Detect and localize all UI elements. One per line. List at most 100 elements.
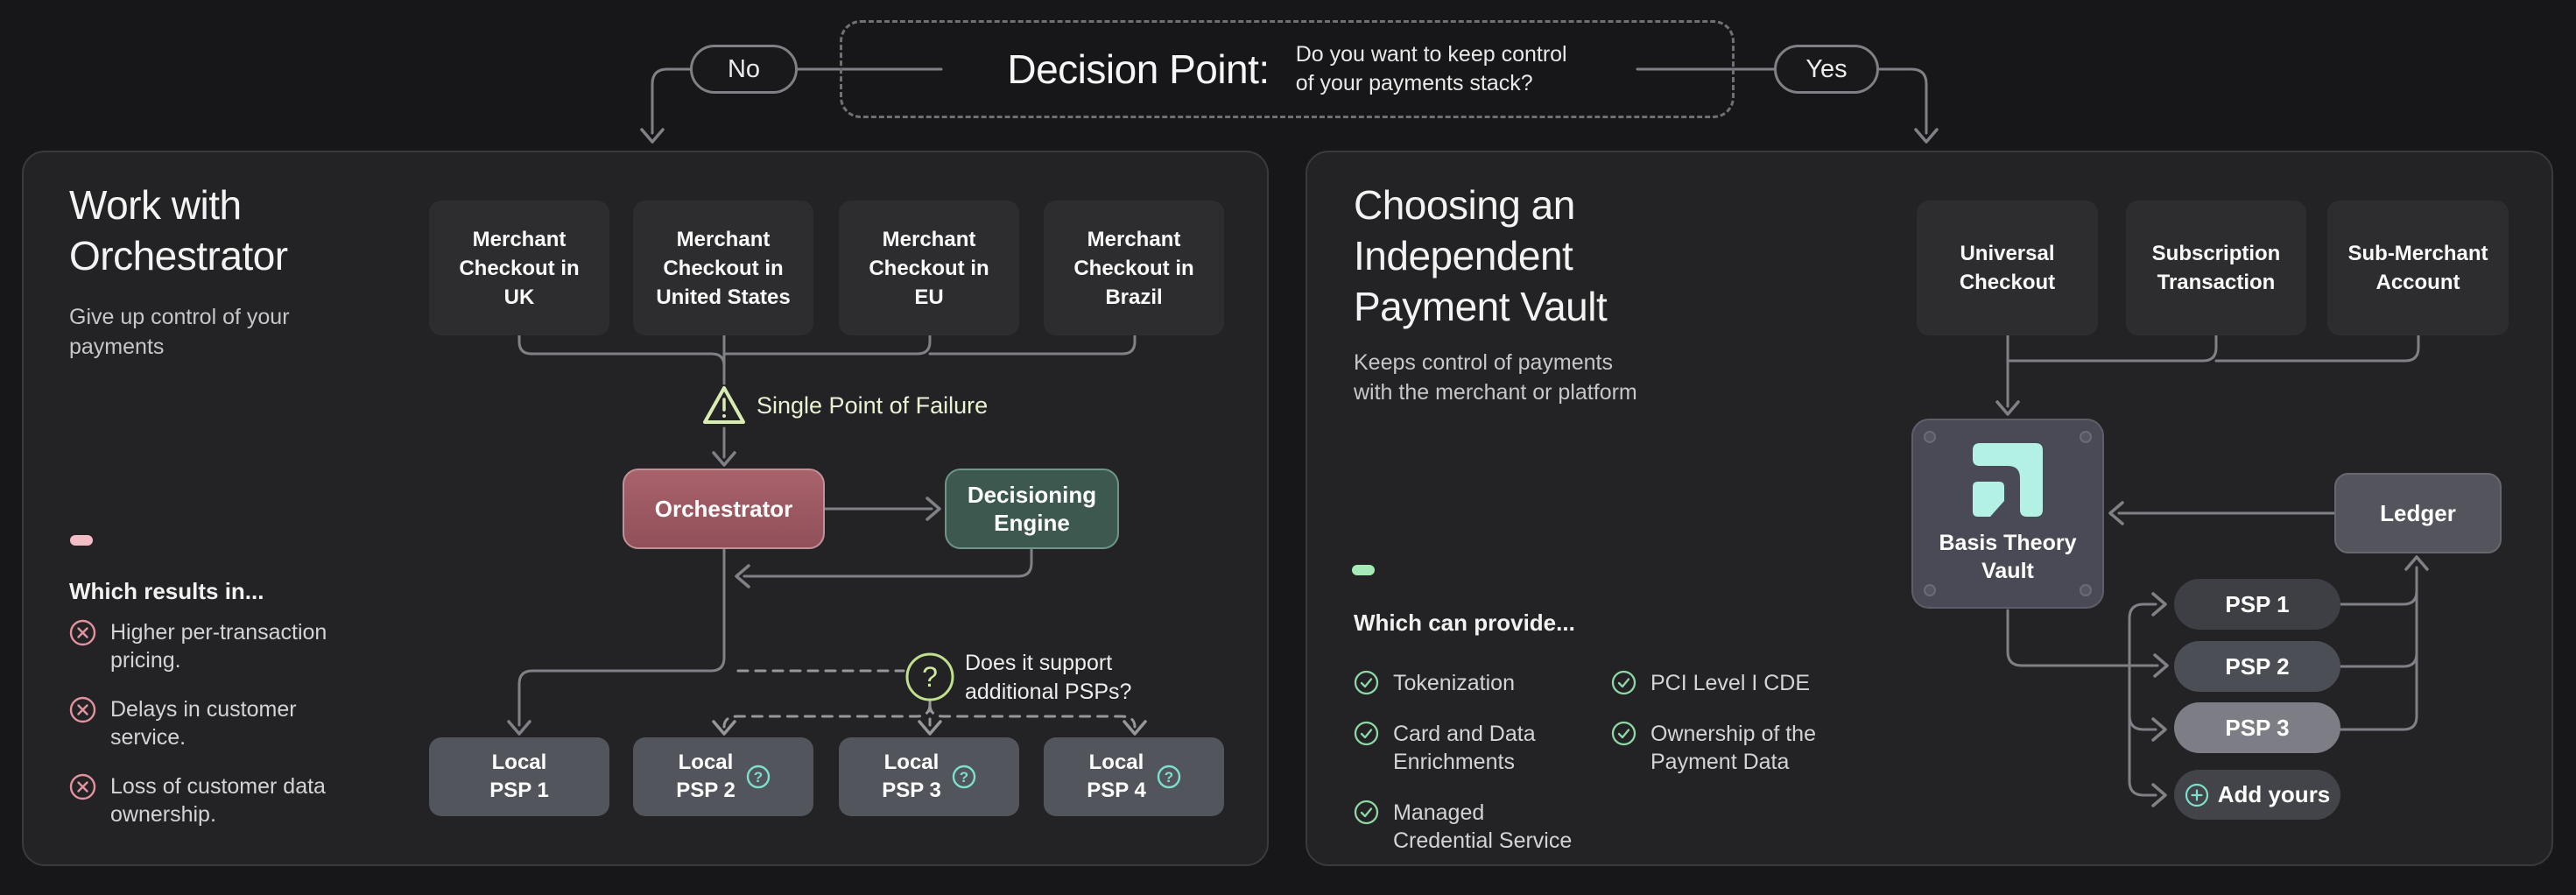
label-line: Merchant bbox=[1087, 227, 1181, 251]
right-subtitle-line2: with the merchant or platform bbox=[1354, 380, 1637, 405]
item-line: Loss of customer data bbox=[110, 774, 326, 799]
item-line: pricing. bbox=[110, 648, 181, 673]
label-line: Merchant bbox=[882, 227, 976, 251]
left-subtitle-line1: Give up control of your bbox=[69, 305, 290, 329]
label-line: Checkout bbox=[1959, 271, 2056, 294]
psp-3-pill: PSP 3 bbox=[2174, 702, 2340, 753]
list-item: Tokenization bbox=[1354, 669, 1616, 697]
right-panel-title: Choosing an Independent Payment Vault bbox=[1354, 180, 1608, 332]
label-line: Vault bbox=[1981, 558, 2034, 583]
label-line: UK bbox=[503, 285, 535, 309]
label-line: United States bbox=[656, 285, 791, 309]
check-circle-icon bbox=[1354, 800, 1379, 825]
right-panel-subtitle: Keeps control of payments with the merch… bbox=[1354, 348, 1637, 407]
item-line: Tokenization bbox=[1393, 671, 1515, 695]
basis-theory-logo-icon bbox=[1973, 442, 2043, 517]
svg-text:?: ? bbox=[1165, 769, 1173, 786]
decision-point-box: Decision Point: Do you want to keep cont… bbox=[840, 20, 1735, 118]
decision-question-line2: of your payments stack? bbox=[1295, 71, 1533, 95]
label-line: Decisioning bbox=[967, 482, 1097, 508]
item-line: service. bbox=[110, 725, 187, 750]
label-line: EU bbox=[914, 285, 944, 309]
add-yours-pill: Add yours bbox=[2174, 770, 2340, 820]
basis-theory-vault-box: Basis Theory Vault bbox=[1911, 419, 2104, 609]
right-subtitle-line1: Keeps control of payments bbox=[1354, 350, 1613, 375]
label-line: PSP 4 bbox=[1087, 779, 1146, 802]
label-line: Brazil bbox=[1105, 285, 1163, 309]
label-line: Transaction bbox=[2157, 271, 2276, 294]
label-line: Checkout in bbox=[663, 256, 784, 280]
list-item: PCI Level I CDE bbox=[1611, 669, 1883, 697]
plus-circle-icon bbox=[2185, 783, 2208, 807]
x-circle-icon bbox=[69, 773, 96, 800]
decision-question-line1: Do you want to keep control bbox=[1295, 42, 1567, 67]
pink-accent-pill bbox=[70, 535, 93, 546]
item-line: Enrichments bbox=[1393, 750, 1515, 774]
orchestrator-box: Orchestrator bbox=[623, 469, 825, 549]
question-mark-icon: ? bbox=[952, 765, 975, 789]
check-circle-icon bbox=[1611, 721, 1636, 746]
ledger-box: Ledger bbox=[2334, 473, 2502, 553]
screw-dot bbox=[1924, 431, 1936, 443]
check-circle-icon bbox=[1354, 670, 1379, 695]
svg-text:?: ? bbox=[754, 769, 763, 786]
x-circle-icon bbox=[69, 619, 96, 646]
item-line: ownership. bbox=[110, 802, 216, 827]
decision-title: Decision Point: bbox=[1007, 46, 1270, 92]
question-mark-icon: ? bbox=[1157, 765, 1180, 789]
psp-question-line1: Does it support bbox=[965, 651, 1113, 675]
vault-label: Basis Theory Vault bbox=[1939, 529, 2076, 585]
check-circle-icon bbox=[1354, 721, 1379, 746]
label-line: PSP 2 bbox=[676, 779, 735, 802]
provide-heading: Which can provide... bbox=[1354, 610, 1575, 636]
label-line: Account bbox=[2375, 271, 2460, 294]
right-title-line2: Independent bbox=[1354, 233, 1573, 278]
results-heading: Which results in... bbox=[69, 578, 264, 604]
psp-1-pill: PSP 1 bbox=[2174, 579, 2340, 630]
label-line: Subscription bbox=[2151, 242, 2281, 265]
label-line: Engine bbox=[994, 510, 1070, 536]
question-mark-icon: ? bbox=[746, 765, 770, 789]
right-title-line3: Payment Vault bbox=[1354, 284, 1608, 329]
item-line: Delays in customer bbox=[110, 697, 297, 722]
left-title-line2: Orchestrator bbox=[69, 233, 288, 278]
label-line: Merchant bbox=[472, 227, 567, 251]
label-line: Merchant bbox=[676, 227, 771, 251]
left-subtitle-line2: payments bbox=[69, 335, 165, 359]
label-line: PSP 1 bbox=[489, 779, 549, 802]
label-line: Universal bbox=[1960, 242, 2055, 265]
left-panel-title: Work with Orchestrator bbox=[69, 180, 288, 281]
list-item: Loss of customer data ownership. bbox=[69, 772, 327, 828]
list-item: Delays in customer service. bbox=[69, 695, 327, 751]
item-line: Ownership of the bbox=[1650, 722, 1816, 746]
check-circle-icon bbox=[1611, 670, 1636, 695]
label-line: Checkout in bbox=[459, 256, 580, 280]
add-yours-label: Add yours bbox=[2217, 781, 2331, 807]
label-line: Checkout in bbox=[1073, 256, 1194, 280]
item-line: Card and Data bbox=[1393, 722, 1536, 746]
label-line: Local bbox=[678, 751, 734, 774]
item-line: Payment Data bbox=[1650, 750, 1790, 774]
label-line: Local bbox=[1088, 751, 1144, 774]
screw-dot bbox=[1924, 584, 1936, 596]
screw-dot bbox=[2080, 584, 2092, 596]
x-circle-icon bbox=[69, 696, 96, 723]
